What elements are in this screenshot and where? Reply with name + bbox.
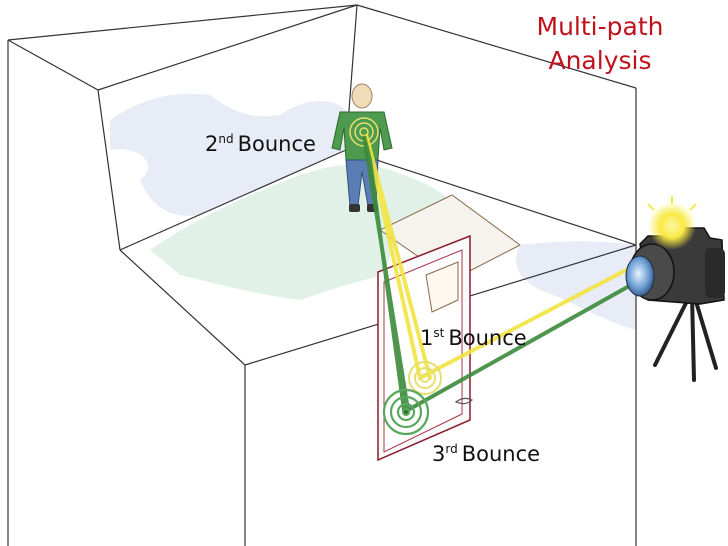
label-2nd-ord: nd: [218, 132, 234, 146]
room: [7, 4, 637, 546]
camera: [625, 196, 725, 382]
door-handle: [454, 397, 474, 405]
person-shoe-left: [349, 204, 360, 212]
label-1st-num: 1: [420, 326, 434, 350]
label-2nd-num: 2: [205, 132, 219, 156]
title-line-2: Analysis: [548, 46, 652, 75]
yellow-path: [364, 133, 674, 381]
camera-grip: [705, 248, 725, 298]
label-1st-ord: st: [433, 326, 445, 340]
camera-flash-glow: [648, 202, 696, 250]
diagram-title: Multi-path Analysis: [500, 10, 700, 78]
title-line-1: Multi-path: [536, 12, 664, 41]
camera-lens: [625, 255, 655, 297]
right-wall-shade: [516, 241, 636, 330]
light-paths: [362, 133, 674, 414]
room-edges: [7, 4, 637, 546]
target-rings-first: [408, 361, 442, 395]
label-3rd-word: Bounce: [461, 442, 541, 466]
back-wall-shade: [110, 93, 346, 216]
flash-rays: [647, 196, 697, 211]
door-window: [425, 261, 459, 313]
person-head: [351, 83, 373, 109]
label-3rd-num: 3: [432, 442, 446, 466]
front-left-wall: [8, 40, 245, 546]
green-path: [362, 135, 674, 414]
tripod: [653, 293, 718, 382]
label-1st-word: Bounce: [448, 326, 527, 350]
label-3rd-ord: rd: [445, 442, 458, 456]
target-rings-third: [382, 388, 430, 436]
label-2nd-word: Bounce: [237, 132, 316, 156]
